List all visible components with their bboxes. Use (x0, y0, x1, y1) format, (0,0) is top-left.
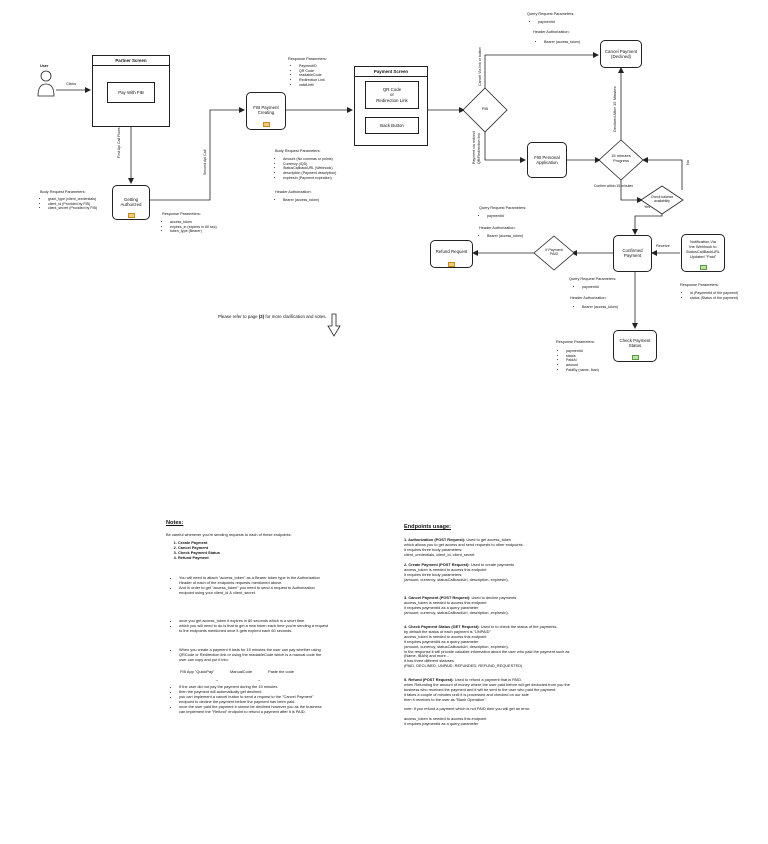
manual-code: ManualCode (230, 669, 253, 674)
payment-screen-title: Payment Screen (355, 67, 427, 77)
down-arrow-icon (327, 313, 341, 337)
create-header-list: Bearer (access_token) (275, 198, 319, 203)
fib-payment-creating-label: FIB Payment Creating (253, 105, 279, 116)
if-paid-diamond-shape (533, 235, 575, 271)
fib-payment-creating-node: FIB Payment Creating (246, 92, 286, 130)
qr-code-box[interactable]: QR Code or Redirection Link (365, 81, 419, 109)
refund-header-list: Bearer (access_token) (479, 234, 523, 239)
getting-authorized-label: Getting Authorized (120, 197, 142, 208)
fib-personal-app-node: FIB Personal Application (527, 142, 567, 178)
endpoint-authorization: 1. Authorization (POST Request): Used to… (404, 537, 524, 557)
receive-label: Receive (656, 244, 670, 248)
notes-group-1: You will need to attach "access_token" a… (170, 575, 320, 596)
status-response-list: paymentIdstatusPaidAtamountPaidBy (name,… (558, 349, 599, 373)
no-label: No (686, 159, 691, 165)
webhook-badge-icon (700, 265, 707, 270)
cancel-via-link-label: Cancel Via link or button (478, 47, 482, 86)
endpoints-title: Endpoints usage: (404, 524, 451, 530)
webhook-notification-label: Notification Via the Webhook to StatusCa… (685, 239, 721, 259)
status-header-list: Bearer (access_token) (574, 305, 618, 310)
clicks-label: Clicks (66, 82, 77, 86)
status-header-head: Header Authorization: (570, 296, 607, 300)
fib-personal-app-label: FIB Personal Application (534, 155, 560, 166)
webhook-notification-node: Notification Via the Webhook to StatusCa… (681, 234, 725, 272)
notes-title: Notes: (166, 520, 184, 526)
partner-screen-title: Partner Screen (93, 56, 169, 66)
cancel-payment-label: Cancel Payment (Declined) (604, 49, 638, 60)
getting-authorized-node: Getting Authorized (112, 185, 150, 220)
endpoint-create-payment: 2. Create Payment (POST Request): Used t… (404, 562, 515, 582)
fib-diamond-shape (462, 87, 508, 133)
auth-response-list: access_tokenexpires_in (expires in 60 se… (162, 220, 217, 234)
check-payment-status-node: Check Payment Status (613, 330, 657, 362)
cancel-query-list: paymentId (530, 20, 555, 25)
refer-note: Please refer to page (2) for more clarif… (218, 314, 327, 319)
cancel-query-head: Query Request Parameters: (527, 12, 575, 16)
webhook-response-head: Response Parameters: (680, 283, 719, 287)
confirm-within-label: Confirm within 15 minutes (594, 184, 634, 188)
payment-screen: Payment Screen QR Code or Redirection Li… (354, 66, 428, 146)
api-badge-icon (128, 213, 135, 218)
fib-decision: FIB (481, 106, 489, 111)
cancel-payment-node: Cancel Payment (Declined) (600, 40, 642, 68)
check-payment-status-label: Check Payment Status (619, 338, 651, 349)
refund-request-node: Refund Request (430, 240, 473, 268)
arrow-icon: → (257, 677, 261, 682)
create-response-head: Response Parameters: (288, 57, 327, 61)
arrow-icon: → (215, 677, 219, 682)
status-query-list: paymentId (574, 285, 599, 290)
first-api-note: First Api Call Flows (117, 127, 121, 158)
check-balance-diamond-shape (640, 185, 684, 215)
endpoint-cancel-payment: 3. Cancel Payment (POST Request): Used t… (404, 595, 517, 615)
user-head-icon (40, 70, 52, 82)
refund-request-label: Refund Request (435, 249, 468, 254)
auth-body-list: grant_type (client_credentials)client_id… (40, 197, 97, 211)
status-badge-icon (632, 355, 639, 360)
notes-group-2: once you get access_token it expires in … (170, 618, 328, 634)
second-api-note: Second Api Call (203, 149, 207, 175)
user-body-icon (37, 83, 55, 97)
cancel-header-head: Header Authorization: (533, 30, 570, 34)
refund-query-head: Query Request Parameters: (479, 206, 527, 210)
confirmed-payment-node: Confirmed Payment (613, 235, 652, 272)
auth-response-head: Response Parameters: (162, 212, 201, 216)
endpoint-refund: 5. Refund (POST Request): Used to refund… (404, 677, 570, 727)
user-label: User (40, 64, 49, 68)
create-body-head: Body Request Parameters: (275, 149, 321, 153)
endpoint-check-status: 4. Check Payment Status (GET Request): U… (404, 624, 570, 669)
payment-via-link-label: Payment via redirect QR/Redirection link (472, 131, 481, 164)
check-balance-decision: Check balance availability (650, 195, 674, 204)
refund-header-head: Header Authorization: (479, 226, 516, 230)
progress-diamond-shape (598, 139, 644, 181)
back-button[interactable]: Back Button (365, 117, 419, 134)
if-paid-decision: If Payment PAID (545, 248, 563, 257)
cancel-header-list: Bearer (access_token) (536, 40, 580, 45)
create-response-list: PaymentIDQR CodereadableCodeRedirection … (291, 64, 325, 88)
yes-label: Yes (644, 205, 651, 209)
pay-with-fib-button[interactable]: Pay With FIB (107, 82, 155, 103)
notes-intro: Be careful whenever you're sending reque… (166, 532, 292, 537)
notes-group-3: When you create a payment it lasts for 1… (170, 647, 321, 663)
api-badge-icon (448, 262, 455, 267)
paste-code: Paste the code (268, 669, 294, 674)
webhook-response-list: id (PaymentId of the payment)status (Sta… (682, 291, 738, 300)
auth-body-head: Body Request Parameters: (40, 190, 86, 194)
api-badge-icon (263, 122, 270, 127)
notes-group-4: If the user did not pay the payment duri… (170, 684, 322, 714)
notes-endpoint-list: Create PaymentCancel PaymentCheck Paymen… (166, 540, 220, 561)
refund-query-list: paymentId (479, 214, 504, 219)
status-query-head: Query Request Parameters: (569, 277, 617, 281)
declined-after-label: Declined After 15 Minutes (612, 86, 617, 132)
progress-decision: 15 minutes Progress (611, 153, 631, 163)
create-body-list: Amount (No commas or points)Currency (IQ… (275, 157, 336, 181)
fib-app-quickpay: FIB App "QuickPay" (180, 669, 215, 674)
create-header-head: Header Authorization: (275, 190, 312, 194)
confirmed-payment-label: Confirmed Payment (622, 248, 643, 259)
status-response-head: Response Parameters: (556, 340, 595, 344)
partner-screen: Partner Screen Pay With FIB (92, 55, 170, 127)
